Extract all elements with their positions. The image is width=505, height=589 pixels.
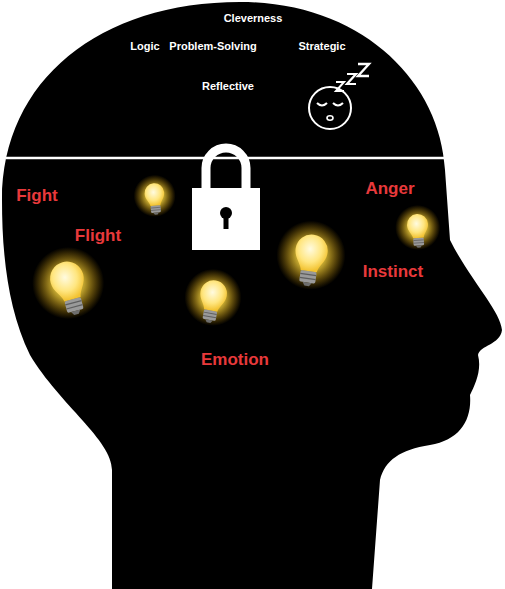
emotion-word: Instinct [363, 263, 423, 282]
emotion-word: Flight [75, 227, 121, 246]
sleeping-face-icon [309, 64, 369, 129]
padlock-icon [192, 148, 260, 250]
thinking-word: Logic [130, 40, 159, 52]
emotion-word: Emotion [201, 351, 269, 370]
thinking-word: Reflective [202, 80, 254, 92]
thinking-word: Strategic [298, 40, 345, 52]
thinking-word: Cleverness [224, 12, 283, 24]
light-bulb [394, 203, 442, 251]
light-bulb [24, 239, 112, 327]
thinking-word: Problem-Solving [169, 40, 256, 52]
light-bulb [180, 264, 246, 330]
emotion-word: Fight [16, 187, 58, 206]
divider-line [6, 157, 444, 160]
emotion-word: Anger [365, 180, 414, 199]
light-bulb [132, 173, 178, 219]
light-bulb [272, 216, 350, 294]
